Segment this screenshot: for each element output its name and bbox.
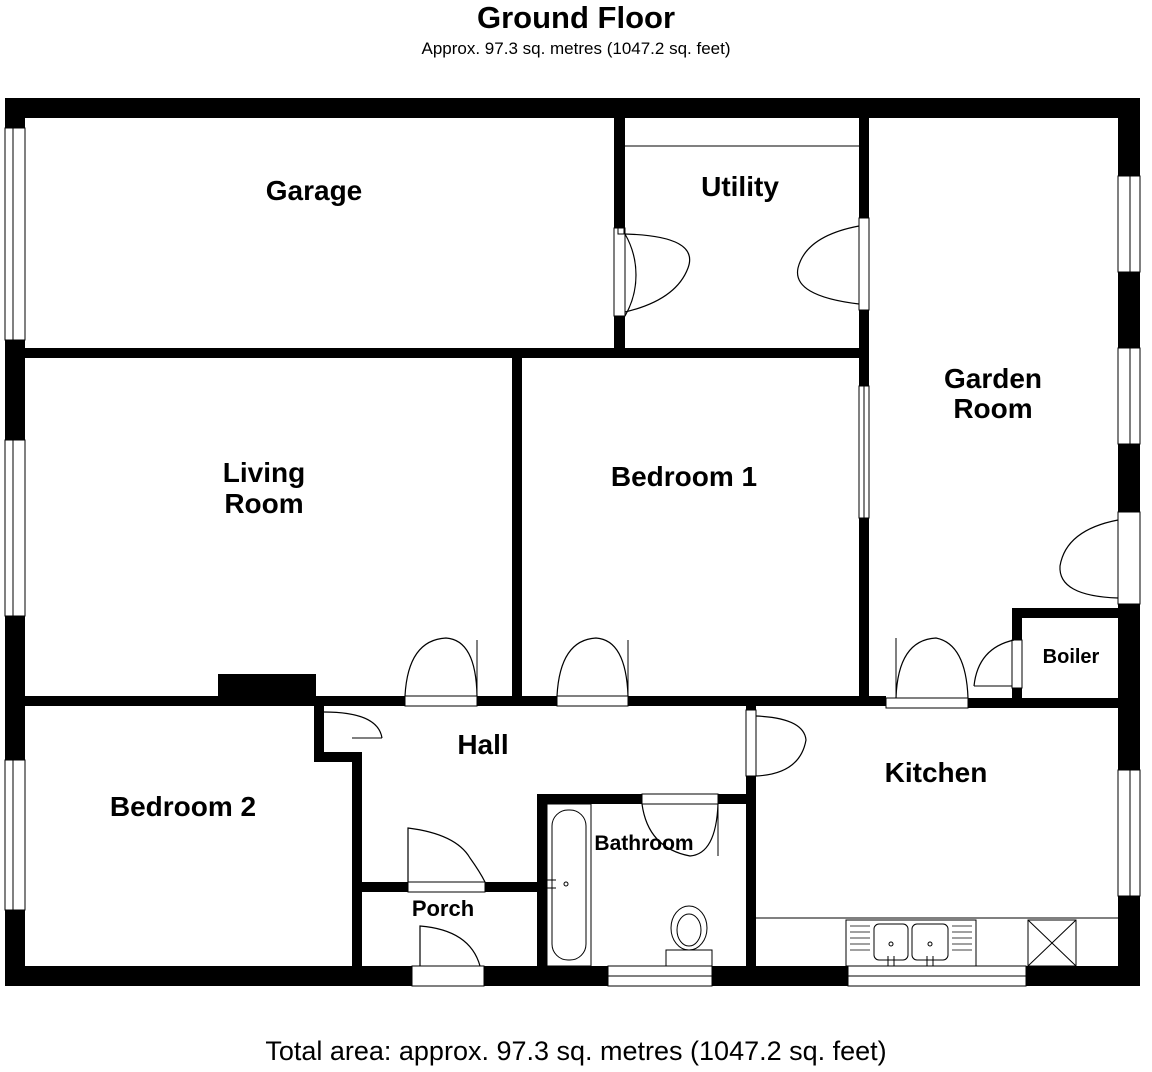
- label-kitchen: Kitchen: [885, 757, 988, 788]
- door-garden-external: [1059, 511, 1141, 605]
- door-garage-utility: [613, 227, 691, 317]
- floor-plan: Garage Utility Garden Room Living Room B…: [4, 98, 1141, 987]
- window-garden-room-lower: [1117, 347, 1141, 445]
- door-kitchen-garden: [885, 637, 969, 709]
- label-living-room-line2: Room: [224, 488, 303, 519]
- door-bathroom: [641, 793, 719, 857]
- toilet: [665, 905, 713, 967]
- label-bedroom-2: Bedroom 2: [110, 791, 256, 822]
- total-area-caption: Total area: approx. 97.3 sq. metres (104…: [265, 1036, 887, 1066]
- label-garden-room-line1: Garden: [944, 363, 1042, 394]
- door-living-room: [404, 637, 478, 707]
- door-utility-garden: [796, 217, 870, 311]
- windows: [4, 127, 1141, 987]
- label-boiler: Boiler: [1043, 646, 1100, 668]
- bathtub: [546, 803, 592, 967]
- floor-area-subtitle: Approx. 97.3 sq. metres (1047.2 sq. feet…: [421, 39, 731, 58]
- window-kitchen: [1117, 769, 1141, 897]
- label-garden-room-line2: Room: [953, 393, 1032, 424]
- outer-walls: [5, 98, 1140, 986]
- label-porch: Porch: [412, 896, 474, 921]
- label-utility: Utility: [701, 171, 779, 202]
- window-living-room: [4, 439, 26, 617]
- wall-top: [5, 98, 1140, 118]
- doors: [323, 217, 1141, 987]
- window-bedroom-2: [4, 759, 26, 911]
- fixtures: [546, 803, 1118, 967]
- door-hall-kitchen: [745, 709, 807, 777]
- label-bedroom-1: Bedroom 1: [611, 461, 757, 492]
- room-labels: Garage Utility Garden Room Living Room B…: [110, 171, 1100, 921]
- door-bedroom-1: [556, 637, 629, 707]
- label-living-room-line1: Living: [223, 457, 305, 488]
- label-hall: Hall: [457, 729, 508, 760]
- kitchen-worktop: [756, 917, 1118, 967]
- door-porch-front: [411, 925, 485, 987]
- door-boiler: [973, 639, 1023, 689]
- door-porch-inner: [407, 827, 486, 893]
- label-bathroom: Bathroom: [594, 832, 693, 855]
- floor-title: Ground Floor: [476, 0, 676, 35]
- door-hall-cupboard: [323, 711, 383, 739]
- window-garden-room-upper: [1117, 175, 1141, 273]
- interior-walls: [25, 118, 1118, 966]
- window-garage: [4, 127, 26, 341]
- label-garage: Garage: [266, 175, 363, 206]
